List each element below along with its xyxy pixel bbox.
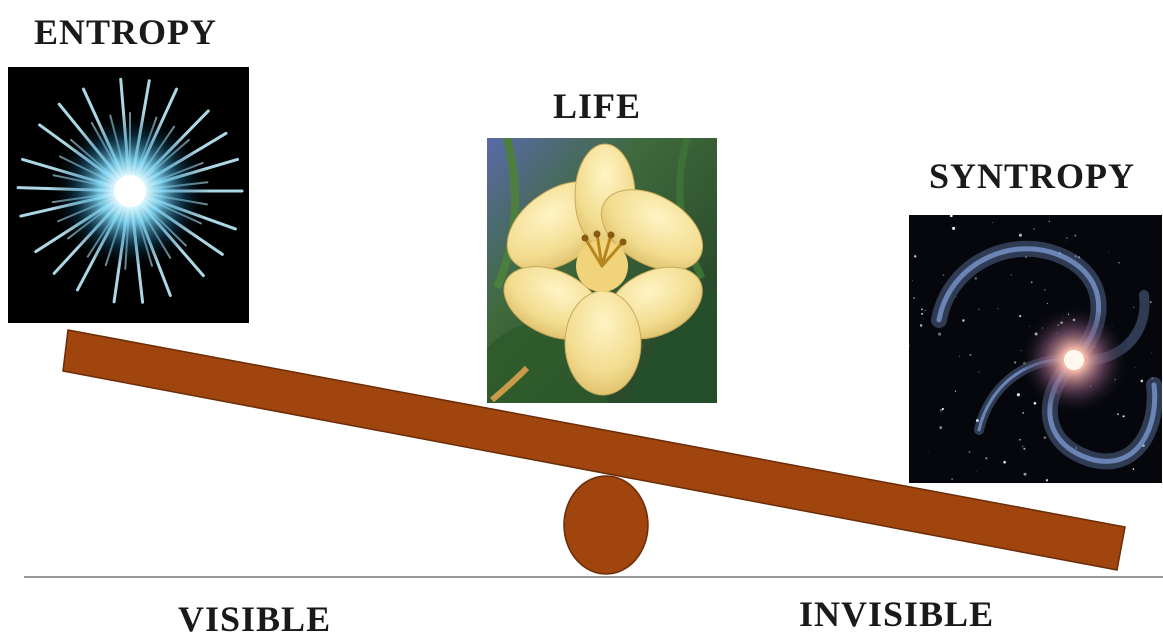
galaxy-star bbox=[1134, 366, 1136, 368]
galaxy-star bbox=[921, 312, 924, 315]
galaxy-star bbox=[939, 408, 943, 412]
galaxy-star bbox=[1025, 256, 1028, 258]
galaxy-star bbox=[1065, 241, 1067, 243]
entropy-image bbox=[8, 67, 249, 323]
galaxy-star bbox=[985, 457, 988, 460]
galaxy-star bbox=[1151, 377, 1154, 380]
life-image bbox=[487, 138, 717, 403]
galaxy-star bbox=[1013, 361, 1017, 364]
galaxy-star bbox=[1140, 379, 1144, 383]
galaxy-star bbox=[1074, 234, 1077, 237]
galaxy-star bbox=[974, 277, 978, 280]
galaxy-star bbox=[919, 324, 923, 327]
galaxy-star bbox=[997, 308, 999, 310]
galaxy-star bbox=[949, 215, 953, 218]
galaxy-star bbox=[912, 296, 915, 300]
galaxy-star bbox=[924, 309, 926, 311]
galaxy-star bbox=[951, 478, 953, 480]
galaxy-star bbox=[1122, 415, 1125, 418]
galaxy-star bbox=[942, 274, 945, 276]
starburst-icon bbox=[8, 67, 249, 323]
entropy-label: ENTROPY bbox=[34, 12, 218, 52]
galaxy-star bbox=[968, 450, 971, 453]
life-label: LIFE bbox=[553, 86, 642, 126]
galaxy-star bbox=[1077, 256, 1081, 259]
galaxy-star bbox=[1074, 255, 1077, 258]
galaxy-star bbox=[1048, 220, 1051, 223]
galaxy-star bbox=[941, 407, 944, 411]
galaxy-star bbox=[1043, 436, 1047, 439]
galaxy-star bbox=[992, 222, 993, 223]
galaxy-star bbox=[1019, 438, 1021, 441]
galaxy-star bbox=[1033, 228, 1035, 230]
galaxy-star bbox=[962, 319, 965, 322]
galaxy-star bbox=[952, 226, 956, 230]
galaxy-star bbox=[1151, 352, 1153, 354]
galaxy-star bbox=[1003, 460, 1006, 464]
galaxy-star bbox=[1022, 412, 1024, 414]
galaxy-star bbox=[1010, 273, 1013, 276]
galaxy-star bbox=[1117, 413, 1119, 416]
galaxy-star bbox=[978, 308, 980, 311]
galaxy-star bbox=[1108, 251, 1110, 253]
galaxy-star bbox=[1132, 468, 1135, 470]
galaxy-star bbox=[1045, 479, 1049, 482]
galaxy-star bbox=[1023, 447, 1026, 450]
galaxy-star bbox=[954, 390, 957, 392]
invisible-label: INVISIBLE bbox=[799, 594, 995, 634]
galaxy-star bbox=[1046, 303, 1048, 304]
spiral-galaxy-icon bbox=[909, 215, 1162, 483]
galaxy-star bbox=[938, 332, 942, 336]
galaxy-star bbox=[1023, 472, 1027, 476]
galaxy-star bbox=[939, 426, 943, 430]
galaxy-star bbox=[1133, 306, 1135, 308]
galaxy-star bbox=[928, 450, 929, 452]
galaxy-star bbox=[913, 255, 917, 258]
galaxy-star bbox=[1018, 233, 1022, 237]
galaxy-star bbox=[1019, 315, 1022, 318]
galaxy-star bbox=[969, 353, 972, 356]
galaxy-star bbox=[1118, 262, 1120, 264]
visible-label: VISIBLE bbox=[178, 599, 332, 639]
lily-flower-icon bbox=[487, 138, 717, 403]
galaxy-star bbox=[955, 296, 957, 297]
galaxy-star bbox=[1075, 447, 1077, 449]
galaxy-star bbox=[911, 280, 913, 282]
galaxy-star bbox=[976, 470, 977, 472]
galaxy-star bbox=[951, 224, 953, 226]
galaxy-star bbox=[1033, 401, 1037, 405]
fulcrum bbox=[563, 475, 649, 575]
galaxy-star bbox=[1044, 289, 1046, 291]
galaxy-star bbox=[1021, 445, 1024, 448]
galaxy-star bbox=[958, 355, 961, 358]
galaxy-star bbox=[909, 344, 910, 347]
seesaw-plank bbox=[62, 329, 1126, 571]
galaxy-star bbox=[1029, 325, 1031, 327]
galaxy-star bbox=[975, 419, 979, 422]
galaxy-star bbox=[921, 308, 923, 311]
galaxy-star bbox=[978, 371, 980, 373]
galaxy-star bbox=[1149, 301, 1152, 303]
galaxy-star bbox=[1066, 237, 1068, 239]
syntropy-image bbox=[909, 215, 1162, 483]
syntropy-label: SYNTROPY bbox=[929, 156, 1136, 196]
galaxy-star bbox=[1030, 281, 1033, 284]
galaxy-star bbox=[1016, 393, 1020, 397]
